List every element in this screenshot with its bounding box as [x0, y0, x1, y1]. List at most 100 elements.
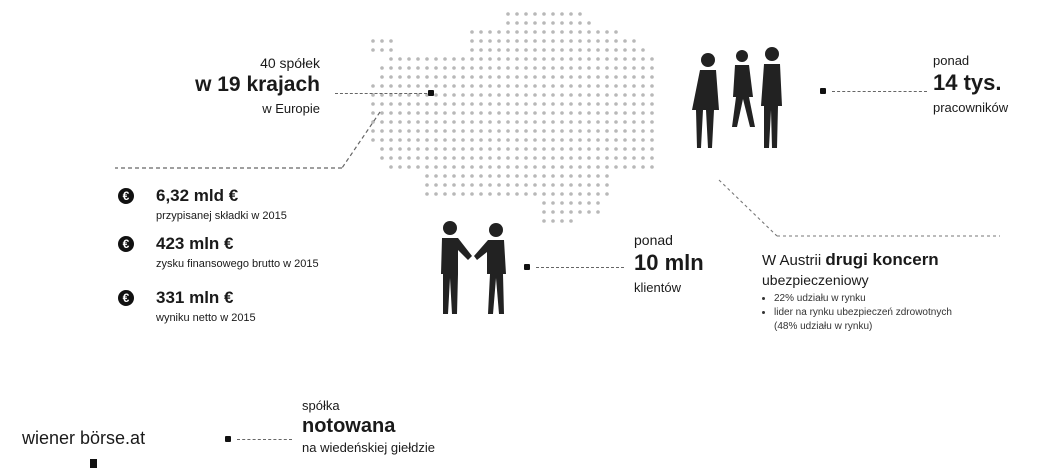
- map-dot: [515, 102, 519, 106]
- map-dot: [398, 66, 402, 70]
- map-dot: [533, 102, 537, 106]
- map-dot: [578, 183, 582, 187]
- map-dot: [578, 21, 582, 25]
- map-dot: [605, 147, 609, 151]
- map-dot: [614, 48, 618, 52]
- map-dot: [443, 129, 447, 133]
- map-dot: [578, 48, 582, 52]
- map-dot: [587, 120, 591, 124]
- employees-stat: ponad 14 tys. pracowników: [933, 53, 1008, 115]
- map-dot: [578, 165, 582, 169]
- map-dot: [632, 57, 636, 61]
- map-dot: [632, 165, 636, 169]
- exchange-marker: [225, 436, 231, 442]
- map-dot: [506, 12, 510, 16]
- map-dot: [560, 111, 564, 115]
- employees-top: ponad: [933, 53, 970, 68]
- map-dot: [632, 129, 636, 133]
- map-dot: [425, 84, 429, 88]
- map-dot: [578, 93, 582, 97]
- map-dot: [569, 174, 573, 178]
- map-dot: [479, 93, 483, 97]
- map-dot: [587, 57, 591, 61]
- map-dot: [515, 66, 519, 70]
- austria-bullet-1: 22% udziału w rynku: [774, 292, 964, 306]
- map-dot: [596, 48, 600, 52]
- map-dot: [479, 165, 483, 169]
- map-dot: [641, 147, 645, 151]
- map-dot: [605, 120, 609, 124]
- map-dot: [614, 147, 618, 151]
- map-dot: [416, 102, 420, 106]
- exchange-connector: [237, 439, 292, 440]
- map-dot: [614, 84, 618, 88]
- map-dot: [416, 93, 420, 97]
- map-dot: [533, 75, 537, 79]
- map-dot: [578, 210, 582, 214]
- map-dot: [587, 201, 591, 205]
- map-dot: [524, 129, 528, 133]
- map-dot: [380, 102, 384, 106]
- map-dot: [443, 183, 447, 187]
- map-dot: [623, 111, 627, 115]
- map-dot: [479, 129, 483, 133]
- map-dot: [578, 75, 582, 79]
- map-dot: [497, 48, 501, 52]
- map-dot: [425, 93, 429, 97]
- map-dot: [425, 102, 429, 106]
- map-dot: [434, 129, 438, 133]
- map-dot: [641, 75, 645, 79]
- map-dot: [515, 129, 519, 133]
- map-dot: [506, 57, 510, 61]
- map-dot: [398, 129, 402, 133]
- map-dot: [623, 93, 627, 97]
- map-dot: [596, 57, 600, 61]
- map-dot: [389, 93, 393, 97]
- map-dot: [506, 192, 510, 196]
- map-dot: [614, 156, 618, 160]
- map-dot: [470, 156, 474, 160]
- map-dot: [560, 147, 564, 151]
- map-dot: [587, 192, 591, 196]
- map-dot: [371, 102, 375, 106]
- map-dot: [380, 93, 384, 97]
- map-dot: [605, 111, 609, 115]
- map-dot: [416, 165, 420, 169]
- map-dot: [614, 102, 618, 106]
- map-dot: [506, 147, 510, 151]
- map-dot: [425, 147, 429, 151]
- map-dot: [479, 30, 483, 34]
- map-dot: [479, 75, 483, 79]
- map-dot: [488, 174, 492, 178]
- exchange-line2: notowana: [302, 415, 396, 437]
- map-dot: [533, 138, 537, 142]
- map-dot: [533, 66, 537, 70]
- map-dot: [569, 39, 573, 43]
- map-dot: [434, 147, 438, 151]
- map-dot: [560, 48, 564, 52]
- map-dot: [542, 138, 546, 142]
- map-dot: [524, 111, 528, 115]
- map-dot: [380, 120, 384, 124]
- map-dot: [569, 84, 573, 88]
- map-dot: [569, 192, 573, 196]
- map-dot: [578, 120, 582, 124]
- map-dot: [650, 147, 654, 151]
- map-dot: [650, 93, 654, 97]
- map-dot: [470, 192, 474, 196]
- map-dot: [578, 30, 582, 34]
- map-dot: [632, 84, 636, 88]
- map-dot: [623, 147, 627, 151]
- map-dot: [416, 84, 420, 88]
- map-dot: [551, 201, 555, 205]
- map-dot: [596, 156, 600, 160]
- map-dot: [632, 48, 636, 52]
- map-dot: [407, 102, 411, 106]
- map-dot: [560, 210, 564, 214]
- map-dot: [488, 111, 492, 115]
- map-dot: [425, 66, 429, 70]
- map-dot: [389, 102, 393, 106]
- map-dot: [533, 48, 537, 52]
- map-dot: [623, 57, 627, 61]
- map-dot: [488, 102, 492, 106]
